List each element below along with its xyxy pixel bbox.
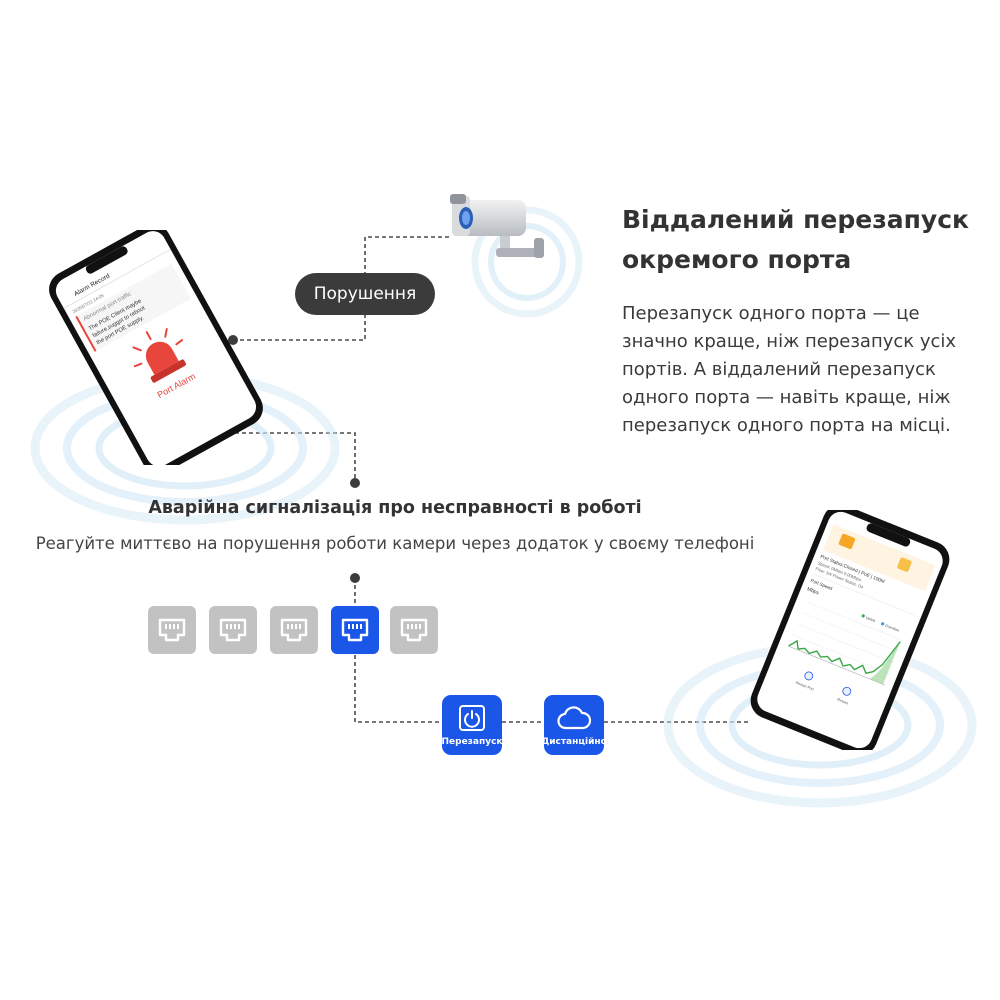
siren-icon xyxy=(132,328,186,383)
ethernet-port-4-active[interactable] xyxy=(331,606,379,654)
alarm-title: Аварійна сигналізація про несправності в… xyxy=(148,498,642,518)
violation-badge: Порушення xyxy=(295,273,435,315)
cloud-icon xyxy=(557,706,592,730)
description-line: одного порта — навіть краще, ніж xyxy=(622,387,951,408)
description-line: Перезапуск одного порта — це xyxy=(622,303,920,324)
svg-text:Uplink: Uplink xyxy=(865,616,876,624)
svg-text:Mbps: Mbps xyxy=(806,586,820,596)
description-line: портів. А віддалений перезапуск xyxy=(622,359,936,380)
ethernet-port-icon xyxy=(280,618,308,642)
ethernet-port-1[interactable] xyxy=(148,606,196,654)
alarm-subtitle: Реагуйте миттєво на порушення роботи кам… xyxy=(35,534,755,553)
heading-line-2: окремого порта xyxy=(622,245,852,274)
camera-waves xyxy=(471,206,583,318)
remote-button[interactable]: Дистанційно xyxy=(541,695,607,755)
page-heading: Віддалений перезапуск окремого порта xyxy=(622,200,982,280)
svg-text:Downlink: Downlink xyxy=(885,624,900,633)
description-line: перезапуск одного порта на місці. xyxy=(622,415,951,436)
power-icon xyxy=(459,705,485,731)
ethernet-port-icon xyxy=(219,618,247,642)
restart-button[interactable]: Перезапуск xyxy=(441,695,503,755)
ethernet-port-icon xyxy=(400,618,428,642)
ethernet-port-icon xyxy=(341,618,369,642)
heading-line-1: Віддалений перезапуск xyxy=(622,205,969,234)
ethernet-port-3[interactable] xyxy=(270,606,318,654)
description: Перезапуск одного порта — це значно кращ… xyxy=(622,300,967,440)
port-speed-line xyxy=(788,639,901,674)
description-line: значно краще, ніж перезапуск усіх xyxy=(622,331,957,352)
remote-button-label: Дистанційно xyxy=(541,737,607,747)
svg-text:Restart Port: Restart Port xyxy=(795,681,814,692)
ethernet-port-5[interactable] xyxy=(390,606,438,654)
ethernet-port-2[interactable] xyxy=(209,606,257,654)
security-camera-icon xyxy=(450,194,544,258)
phone-left: Alarm Record 2020/07/21 14:05 Abnormal p… xyxy=(49,230,263,465)
ethernet-port-icon xyxy=(158,618,186,642)
svg-text:Restart: Restart xyxy=(837,697,849,705)
phone-right: Port Status:Closed | PoE | 100M Speed: 0… xyxy=(750,510,950,750)
restart-button-label: Перезапуск xyxy=(441,737,503,747)
